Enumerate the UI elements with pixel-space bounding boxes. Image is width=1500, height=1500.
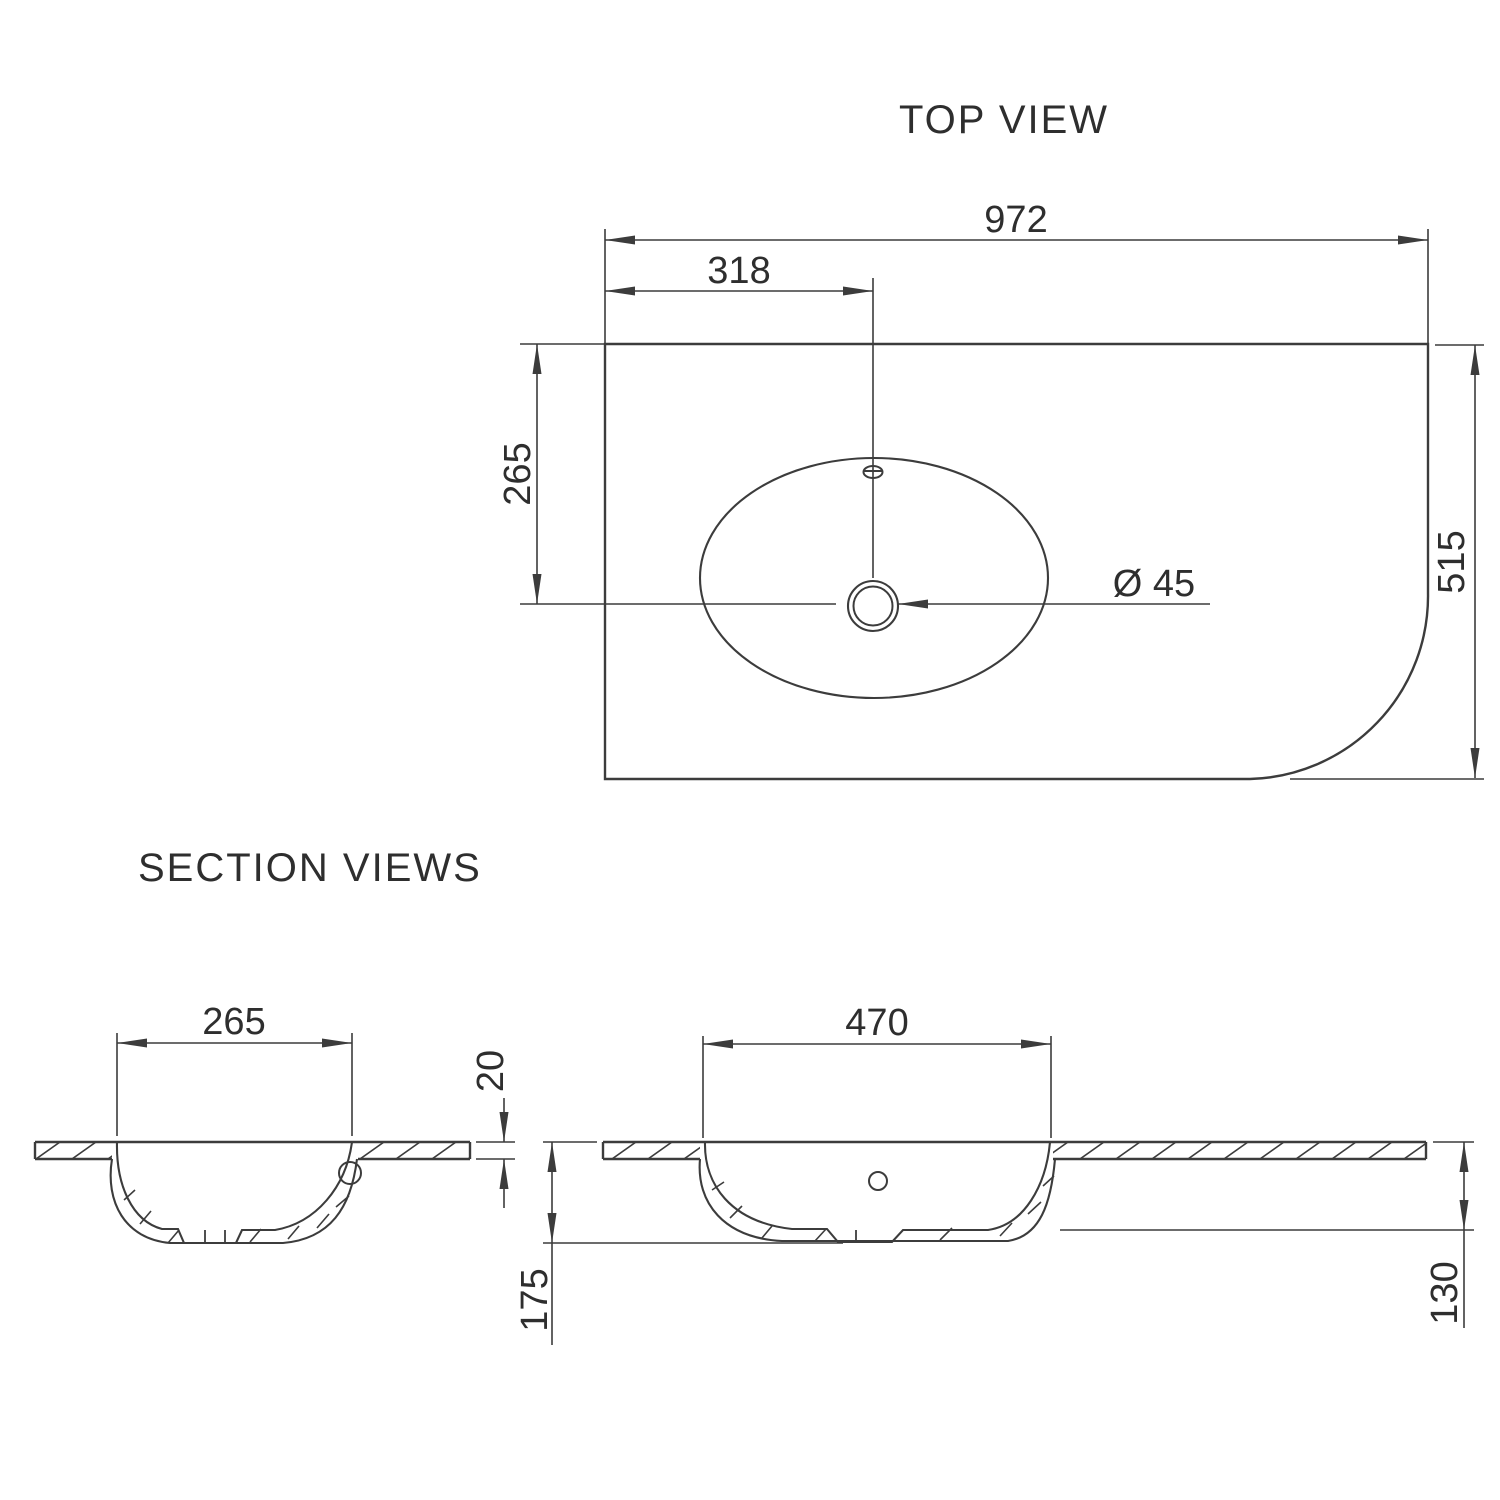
dimension-bowl-depth-label: 130 bbox=[1424, 1261, 1466, 1324]
dimension-top-thickness: 20 bbox=[470, 1050, 515, 1208]
arrow-up-icon bbox=[532, 344, 542, 374]
dimension-overall-depth: 515 bbox=[1290, 344, 1484, 780]
bowl-inner-wall bbox=[703, 1141, 1052, 1244]
bowl-inner-wall bbox=[115, 1141, 354, 1245]
dimension-top-thickness-label: 20 bbox=[470, 1050, 512, 1092]
slab-hatch bbox=[1053, 1142, 1426, 1159]
arrow-left-icon bbox=[605, 235, 635, 245]
slab-hatch bbox=[603, 1142, 700, 1159]
top-view-title: TOP VIEW bbox=[899, 98, 1109, 142]
arrow-right-icon bbox=[1398, 235, 1428, 245]
dimension-waste-diameter: Ø 45 bbox=[898, 563, 1210, 609]
arrow-right-icon bbox=[322, 1038, 352, 1048]
arrow-right-icon bbox=[1021, 1039, 1051, 1049]
arrow-left-icon bbox=[703, 1039, 733, 1049]
bowl-outer-wall bbox=[109, 1158, 359, 1245]
bowl-outer-wall bbox=[698, 1158, 1057, 1243]
dimension-bowl-centre-offset-label: 265 bbox=[497, 442, 539, 505]
arrow-up-icon bbox=[547, 1142, 557, 1172]
dimension-right-bowl-length-label: 470 bbox=[845, 1002, 908, 1044]
right-section: 470 175 130 bbox=[514, 1002, 1474, 1345]
section-views: SECTION VIEWS bbox=[33, 846, 1474, 1345]
arrow-down-icon bbox=[532, 574, 542, 604]
waste-hole bbox=[846, 579, 900, 633]
top-view: TOP VIEW 972 bbox=[497, 98, 1484, 781]
slab-hatch bbox=[358, 1142, 470, 1159]
bowl-wall-hatch-ticks bbox=[123, 1189, 350, 1244]
arrow-up-icon bbox=[1459, 1142, 1469, 1172]
dimension-tap-offset: 318 bbox=[605, 250, 873, 296]
arrow-up-icon bbox=[499, 1159, 509, 1189]
arrow-down-icon bbox=[499, 1112, 509, 1142]
overflow-channel bbox=[338, 1161, 362, 1185]
arrow-left-icon bbox=[117, 1038, 147, 1048]
arrow-down-icon bbox=[1470, 748, 1480, 778]
dimension-overall-width: 972 bbox=[604, 199, 1429, 344]
dimension-left-bowl-width-label: 265 bbox=[202, 1001, 265, 1043]
arrow-down-icon bbox=[1459, 1200, 1469, 1230]
bowl-wall-hatch-ticks bbox=[711, 1175, 1055, 1242]
dimension-bowl-centre-offset: 265 bbox=[497, 343, 605, 604]
overflow-hole-section bbox=[868, 1171, 888, 1191]
dimension-waste-diameter-label: Ø 45 bbox=[1113, 563, 1195, 605]
slab-hatch bbox=[35, 1142, 112, 1159]
arrow-right-icon bbox=[843, 286, 873, 296]
dimension-right-bowl-length: 470 bbox=[702, 1002, 1052, 1138]
dimension-tap-offset-label: 318 bbox=[707, 250, 770, 292]
dimension-overall-height: 175 bbox=[514, 1141, 843, 1345]
arrow-up-icon bbox=[1470, 345, 1480, 375]
section-views-title: SECTION VIEWS bbox=[138, 846, 482, 890]
left-section: 265 20 bbox=[33, 1001, 515, 1245]
dimension-overall-depth-label: 515 bbox=[1431, 530, 1473, 593]
arrow-down-icon bbox=[547, 1213, 557, 1243]
countertop-outline bbox=[603, 342, 1430, 781]
basin-oval bbox=[698, 456, 1050, 700]
dimension-left-bowl-width: 265 bbox=[116, 1001, 353, 1136]
dimension-overall-width-label: 972 bbox=[984, 199, 1047, 241]
arrow-left-icon bbox=[605, 286, 635, 296]
dimension-overall-height-label: 175 bbox=[514, 1268, 556, 1331]
dimension-bowl-depth: 130 bbox=[1060, 1141, 1474, 1328]
arrow-left-icon bbox=[898, 599, 928, 609]
